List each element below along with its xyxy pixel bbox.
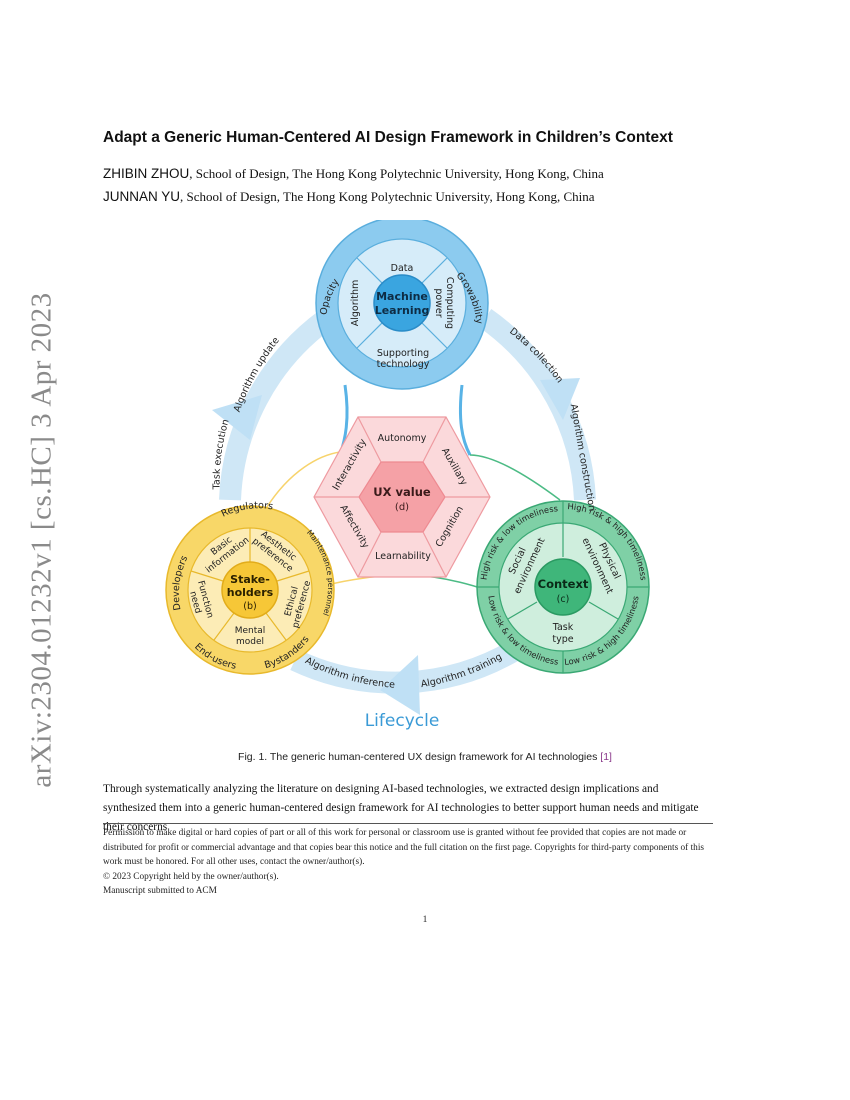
footnote-divider	[103, 823, 713, 824]
machine-learning-circle: Machine Learning Data Algorithm Computin…	[315, 216, 489, 390]
stakeholders-center-2: holders	[227, 586, 274, 599]
caption-citation-link[interactable]: [1]	[600, 751, 612, 763]
stakeholders-center-1: Stake-	[230, 573, 270, 586]
ux-value-hexagon: UX value (d) Autonomy Auxiliary Cognitio…	[313, 416, 491, 578]
arxiv-stamp: arXiv:2304.01232v1 [cs.HC] 3 Apr 2023	[22, 292, 62, 787]
figure-caption: Fig. 1. The generic human-centered UX de…	[0, 751, 850, 763]
stk-mental: Mental	[235, 626, 266, 636]
author-affiliation: , School of Design, The Hong Kong Polyte…	[180, 189, 595, 204]
lifecycle-arrowheads	[212, 378, 580, 715]
arxiv-stamp-text: arXiv:2304.01232v1 [cs.HC] 3 Apr 2023	[25, 292, 58, 788]
manuscript-line: Manuscript submitted to ACM	[103, 886, 217, 897]
page-number: 1	[422, 915, 428, 925]
ml-inner-data: Data	[391, 263, 414, 274]
ml-inner-computing: Computing	[444, 277, 455, 329]
body-paragraph: Through systematically analyzing the lit…	[103, 783, 699, 833]
footnote: Permission to make digital or hard copie…	[103, 826, 723, 899]
ux-center-sub: (d)	[395, 502, 409, 513]
ux-autonomy: Autonomy	[378, 433, 427, 444]
ml-center-label-1: Machine	[376, 290, 428, 303]
stk-model: model	[236, 637, 264, 647]
ml-inner-supporting: Supporting	[377, 348, 429, 359]
ml-center-label-2: Learning	[375, 304, 430, 317]
ml-inner-technology: technology	[377, 359, 430, 370]
ctx-task: Task	[552, 622, 574, 633]
ux-center-label: UX value	[373, 485, 431, 499]
permission-notice: Permission to make digital or hard copie…	[103, 828, 705, 868]
ml-inner-power: power	[433, 288, 444, 317]
copyright-line: © 2023 Copyright held by the owner/autho…	[103, 871, 279, 882]
author-name: ZHIBIN ZHOU	[103, 166, 190, 181]
caption-text: Fig. 1. The generic human-centered UX de…	[238, 751, 601, 763]
author-name: JUNNAN YU	[103, 189, 181, 204]
context-center-label: Context	[538, 577, 589, 591]
paper-title: Adapt a Generic Human-Centered AI Design…	[103, 129, 673, 146]
context-center-sub: (c)	[557, 594, 570, 605]
framework-figure: Machine Learning Data Algorithm Computin…	[150, 216, 670, 740]
context-circle: Context (c) Social environment Physical …	[476, 500, 650, 674]
author-affiliation: , School of Design, The Hong Kong Polyte…	[189, 166, 604, 181]
ctx-type: type	[552, 634, 573, 645]
stakeholders-circle: Stake- holders (b) Basic information Aes…	[165, 500, 335, 675]
ml-inner-algorithm: Algorithm	[350, 280, 361, 327]
stakeholders-center-sub: (b)	[243, 601, 256, 612]
lifecycle-title: Lifecycle	[365, 711, 440, 731]
ux-learnability: Learnability	[375, 551, 431, 562]
author-line: ZHIBIN ZHOU, School of Design, The Hong …	[103, 166, 604, 182]
author-line: JUNNAN YU, School of Design, The Hong Ko…	[103, 189, 595, 205]
